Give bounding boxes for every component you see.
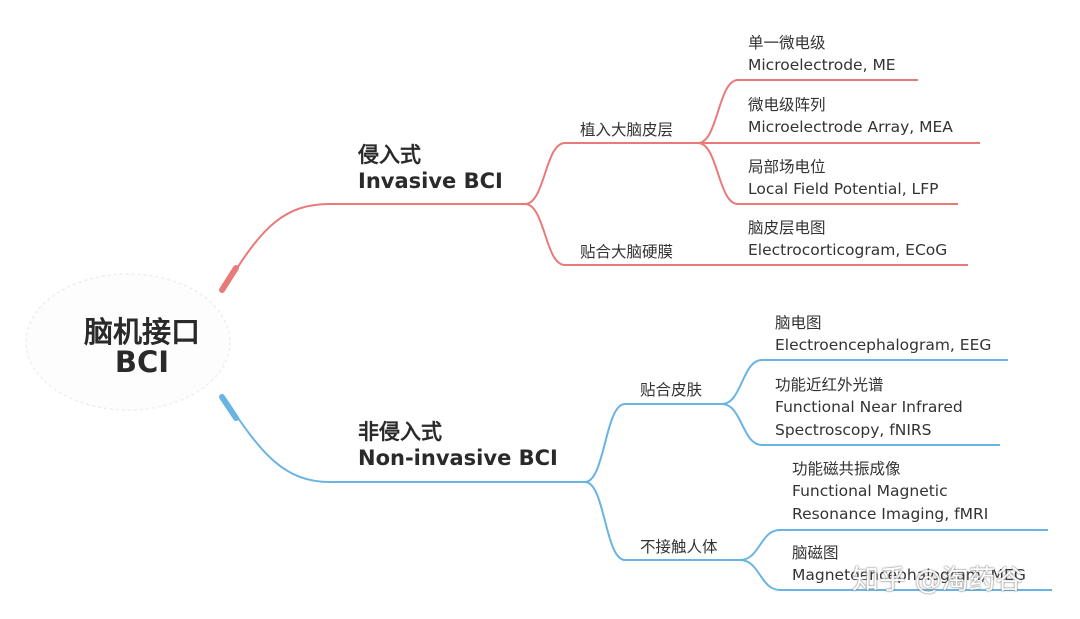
root-title-en: BCI: [114, 345, 170, 379]
invasive-main-branch: [225, 203, 525, 287]
leaf-meg-zh: 脑磁图: [792, 544, 839, 562]
skin-to-eeg: [721, 359, 1008, 405]
implant-cortex-label: 植入大脑皮层: [580, 121, 674, 139]
leaf-ecog-zh: 脑皮层电图: [748, 219, 826, 237]
noninvasive-to-skin: [584, 403, 722, 483]
leaf-mea-en: Microelectrode Array, MEA: [748, 118, 953, 136]
noncontact-to-fmri: [739, 529, 1048, 561]
root-title-zh: 脑机接口: [83, 315, 200, 349]
leaf-lfp-zh: 局部场电位: [748, 158, 826, 176]
non-contact-label: 不接触人体: [640, 538, 718, 556]
leaf-mea-zh: 微电级阵列: [748, 96, 826, 114]
invasive-root-stub: [219, 265, 239, 293]
invasive-to-dura: [524, 203, 722, 266]
noncontact-to-meg: [739, 559, 1052, 591]
leaf-fnirs-zh: 功能近红外光谱: [775, 376, 884, 394]
invasive-to-implant: [524, 142, 698, 205]
leaf-eeg-zh: 脑电图: [775, 314, 822, 332]
dura-contact-label: 贴合大脑硬膜: [580, 243, 674, 261]
skin-contact-label: 贴合皮肤: [640, 381, 703, 399]
leaf-fmri-zh: 功能磁共振成像: [792, 460, 901, 478]
leaf-lfp-en: Local Field Potential, LFP: [748, 180, 939, 198]
leaf-fnirs-en-2: Spectroscopy, fNIRS: [775, 421, 932, 439]
noninvasive-title-zh: 非侵入式: [358, 420, 442, 444]
noninvasive-to-noncontact: [584, 481, 740, 561]
noninvasive-root-stub: [219, 394, 239, 421]
invasive-title-en: Invasive BCI: [358, 169, 503, 193]
invasive-title-zh: 侵入式: [358, 143, 421, 167]
implant-to-me: [697, 79, 918, 144]
leaf-fmri-en-2: Resonance Imaging, fMRI: [792, 505, 989, 523]
leaf-meg-en: Magnetoencephalogram, MEG: [792, 566, 1026, 584]
leaf-ecog-en: Electrocorticogram, ECoG: [748, 241, 948, 259]
root-bubble: [25, 273, 231, 411]
noninvasive-main-branch: [225, 399, 585, 483]
leaf-fmri-en-1: Functional Magnetic: [792, 482, 948, 500]
leaf-me-zh: 单一微电级: [748, 34, 826, 52]
leaf-me-en: Microelectrode, ME: [748, 56, 896, 74]
leaf-eeg-en: Electroencephalogram, EEG: [775, 336, 992, 354]
zhihu-watermark: 知乎 @淘药谷: [852, 565, 1023, 596]
implant-to-lfp: [697, 142, 958, 205]
leaf-fnirs-en-1: Functional Near Infrared: [775, 398, 963, 416]
skin-to-fnirs: [721, 403, 1000, 446]
noninvasive-title-en: Non-invasive BCI: [358, 446, 558, 470]
